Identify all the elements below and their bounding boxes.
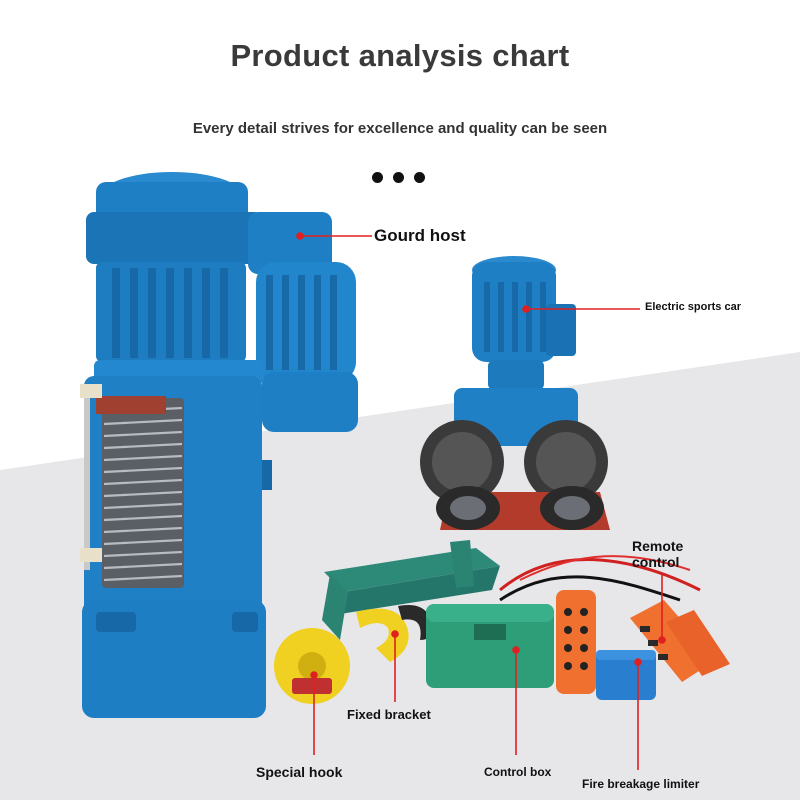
dot-icon (372, 172, 383, 183)
fixed-bracket-image (322, 540, 500, 640)
control-box-image (426, 555, 701, 688)
label-fixed-bracket: Fixed bracket (347, 707, 431, 722)
label-special-hook: Special hook (256, 764, 343, 780)
dot-icon (414, 172, 425, 183)
label-gourd-host: Gourd host (374, 226, 466, 245)
dot-icon (393, 172, 404, 183)
gourd-hoist-image (80, 172, 358, 718)
decorative-dots (372, 172, 425, 183)
label-electric-sports-car: Electric sports car (645, 301, 741, 313)
electric-trolley-image (420, 256, 610, 530)
leader-lines (296, 232, 666, 770)
page-subtitle: Every detail strives for excellence and … (192, 120, 608, 137)
label-control-box: Control box (484, 765, 552, 779)
page-title: Product analysis chart (230, 38, 570, 73)
limiter-image (596, 650, 656, 700)
label-remote-control: Remote control (632, 538, 684, 570)
label-fire-breakage-limiter: Fire breakage limiter (582, 777, 700, 791)
special-hook-image (274, 604, 432, 704)
remote-control-image (556, 590, 730, 694)
